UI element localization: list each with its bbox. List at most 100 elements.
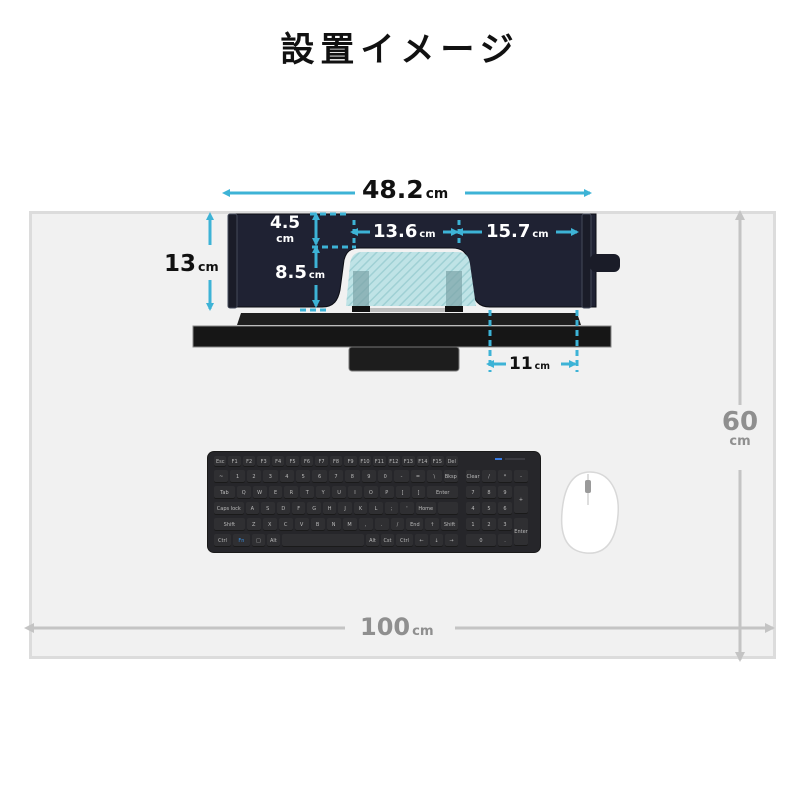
desk-dimension-arrows bbox=[24, 210, 775, 662]
keyboard-key: F8 bbox=[329, 456, 343, 467]
keyboard-key: F5 bbox=[286, 456, 299, 467]
keyboard-key: F10 bbox=[358, 456, 372, 467]
keyboard-key: F4 bbox=[271, 456, 285, 467]
keyboard-key: Shift bbox=[441, 518, 458, 531]
keyboard-key: S bbox=[261, 502, 275, 515]
keyboard-key: . bbox=[374, 518, 389, 531]
keyboard-key: E bbox=[268, 486, 283, 499]
numpad-key: Clear bbox=[466, 470, 480, 483]
page-title: 設置イメージ bbox=[280, 30, 520, 70]
keyboard-key: Ctrl bbox=[214, 534, 231, 547]
numpad-key: 3 bbox=[498, 518, 512, 531]
keyboard-key: 8 bbox=[345, 470, 360, 483]
numpad-key: 8 bbox=[482, 486, 496, 499]
keyboard-key: F14 bbox=[416, 456, 430, 467]
keyboard-key: Del bbox=[445, 456, 458, 467]
numpad-key: 9 bbox=[498, 486, 512, 499]
keyboard-key: - bbox=[394, 470, 409, 483]
keyboard-key: Tab bbox=[214, 486, 235, 499]
keyboard-key: F9 bbox=[344, 456, 357, 467]
keyboard-key bbox=[437, 502, 458, 515]
keyboard-key: ~ bbox=[214, 470, 229, 483]
keyboard-key: ↑ bbox=[425, 518, 440, 531]
keyboard-key: 2 bbox=[246, 470, 262, 483]
numpad-key: 0 bbox=[466, 534, 496, 547]
keyboard-key: I bbox=[348, 486, 362, 499]
keyboard-key: X bbox=[262, 518, 277, 531]
keyboard-key: F11 bbox=[373, 456, 386, 467]
desk-depth-label: 60 cm bbox=[721, 407, 759, 449]
keyboard-key: ← bbox=[414, 534, 428, 547]
keyboard-key: ] bbox=[411, 486, 426, 499]
keyboard-key: V bbox=[294, 518, 309, 531]
numpad-key: Enter bbox=[514, 518, 528, 546]
keyboard-key: 4 bbox=[279, 470, 294, 483]
keyboard-key: , bbox=[358, 518, 373, 531]
monitor-shelf bbox=[227, 213, 620, 312]
keyboard-key: O bbox=[363, 486, 378, 499]
keyboard-key: N bbox=[326, 518, 341, 531]
keyboard-key: F3 bbox=[257, 456, 270, 467]
keyboard-key: Cst bbox=[380, 534, 394, 547]
keyboard-key: = bbox=[410, 470, 426, 483]
keyboard-key: Bksp bbox=[443, 470, 458, 483]
shelf-dimension-lines bbox=[206, 212, 579, 372]
keyboard-key: C bbox=[278, 518, 293, 531]
keyboard-key: Ctrl bbox=[396, 534, 413, 547]
keyboard-key: K bbox=[353, 502, 368, 515]
keyboard-key: Alt bbox=[266, 534, 280, 547]
keyboard-key: F7 bbox=[315, 456, 328, 467]
numpad-key: 4 bbox=[466, 502, 480, 515]
keyboard-led-off bbox=[505, 458, 525, 460]
numpad-key: 6 bbox=[498, 502, 512, 515]
keyboard-key: F2 bbox=[242, 456, 256, 467]
keyboard-key: M bbox=[342, 518, 357, 531]
numpad-key: 1 bbox=[466, 518, 480, 531]
keyboard-key: ' bbox=[400, 502, 414, 515]
keyboard-key: Home bbox=[415, 502, 436, 515]
keyboard-key: A bbox=[245, 502, 260, 515]
keyboard-key: Shift bbox=[214, 518, 245, 531]
keyboard-key: 5 bbox=[296, 470, 311, 483]
keyboard-key: [ bbox=[395, 486, 410, 499]
keyboard-key: □ bbox=[251, 534, 265, 547]
keyboard-key: 7 bbox=[328, 470, 344, 483]
numpad-key: 7 bbox=[466, 486, 480, 499]
keyboard-key: Z bbox=[246, 518, 261, 531]
numpad-key: * bbox=[498, 470, 512, 483]
numpad-key: 2 bbox=[482, 518, 496, 531]
keyboard-key: Caps lock bbox=[214, 502, 244, 515]
keyboard-key: End bbox=[406, 518, 424, 531]
keyboard-key: 1 bbox=[230, 470, 245, 483]
keyboard-key: Fn bbox=[232, 534, 250, 547]
keyboard-key: P bbox=[379, 486, 394, 499]
top-thickness-label: 4.5 cm bbox=[270, 213, 301, 246]
keyboard-key: ↓ bbox=[429, 534, 443, 547]
keyboard-key: T bbox=[300, 486, 315, 499]
keyboard-key: ; bbox=[384, 502, 399, 515]
keyboard-key: 9 bbox=[361, 470, 376, 483]
keyboard-key: F13 bbox=[402, 456, 415, 467]
keyboard-key: 0 bbox=[378, 470, 393, 483]
keyboard-led bbox=[495, 458, 502, 460]
keyboard-key: → bbox=[444, 534, 458, 547]
keyboard-key: Esc bbox=[214, 456, 227, 467]
mouse bbox=[560, 471, 619, 554]
keyboard-key: D bbox=[276, 502, 290, 515]
keyboard-key: 6 bbox=[312, 470, 327, 483]
keyboard-key: W bbox=[252, 486, 267, 499]
keyboard-key: R bbox=[284, 486, 299, 499]
keyboard-key: / bbox=[390, 518, 405, 531]
numpad-key: / bbox=[482, 470, 496, 483]
keyboard-key: F1 bbox=[228, 456, 241, 467]
numpad-key: + bbox=[514, 486, 528, 514]
keyboard-key: Q bbox=[236, 486, 251, 499]
keyboard-key: Alt bbox=[365, 534, 379, 547]
